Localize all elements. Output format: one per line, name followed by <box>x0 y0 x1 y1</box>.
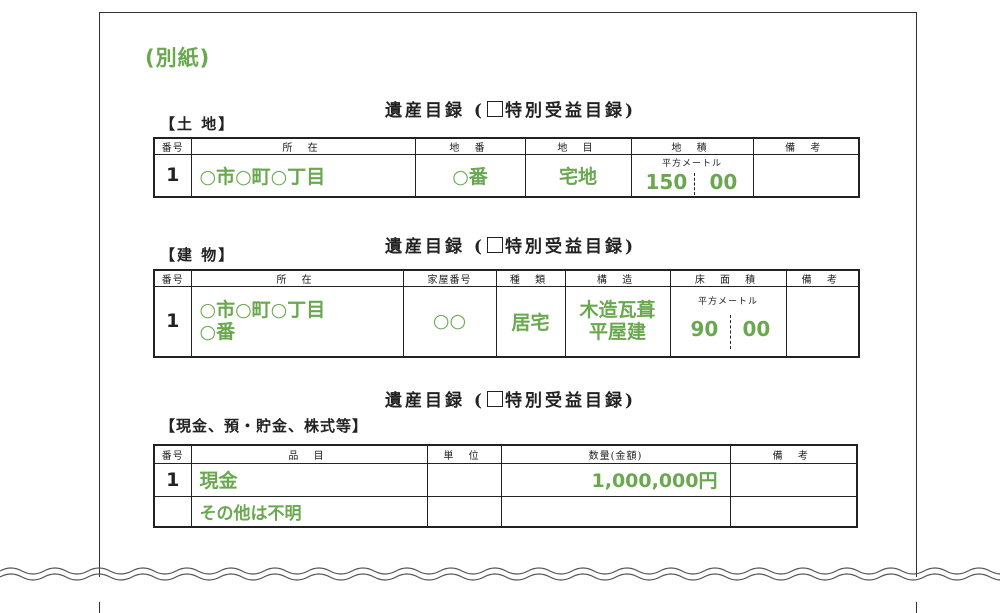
cash-amount <box>500 495 731 528</box>
cash-item: その他は不明 <box>190 495 428 528</box>
header-note: 備 考 <box>785 269 860 287</box>
header-unit: 単 位 <box>426 444 502 464</box>
decimal-divider <box>693 173 695 195</box>
header-chimoku: 地 目 <box>524 137 632 155</box>
checkbox-icon <box>486 391 503 407</box>
building-location-line1: ○市○町○丁目 <box>199 299 326 322</box>
header-structure: 構 造 <box>564 269 671 287</box>
cash-title-suffix: 特別受益目録) <box>504 391 637 411</box>
land-title-prefix: 遺産目録 ( <box>385 101 485 121</box>
building-area-decimal: 00 <box>742 317 771 341</box>
building-kind: 居宅 <box>495 286 566 357</box>
row-number: 1 <box>153 154 192 197</box>
land-area-integer: 150 <box>645 170 688 194</box>
table-row: その他は不明 <box>153 495 858 528</box>
header-item: 品 目 <box>190 444 428 464</box>
land-note <box>752 154 860 197</box>
checkbox-icon <box>486 237 503 253</box>
cash-item: 現金 <box>190 462 428 497</box>
header-number: 番号 <box>153 269 192 287</box>
cash-note <box>729 462 858 497</box>
row-number: 1 <box>153 462 192 497</box>
header-chiban: 地 番 <box>414 137 526 155</box>
land-section-title: 遺産目録 ( 特別受益目録) <box>385 96 636 121</box>
checkbox-icon <box>486 101 503 117</box>
building-structure-line2: 平屋建 <box>588 321 646 344</box>
header-note: 備 考 <box>729 444 858 464</box>
area-unit-label: 平方メートル <box>697 297 758 307</box>
table-row: 1 ○市○町○丁目 ○番 ○○ 居宅 木造瓦葺 平屋建 平方メートル 90 00 <box>153 286 860 357</box>
table-row: 1 現金 1,000,000円 <box>153 462 858 497</box>
torn-edge-decoration <box>0 567 1000 602</box>
land-area-cell: 平方メートル 150 00 <box>630 154 754 197</box>
cash-unit <box>426 495 502 528</box>
header-amount: 数量(金額) <box>500 444 731 464</box>
header-floor-area: 床 面 積 <box>669 269 787 287</box>
header-note: 備 考 <box>752 137 860 155</box>
row-number: 1 <box>153 286 192 357</box>
building-location: ○市○町○丁目 ○番 <box>190 286 404 357</box>
cash-note <box>729 495 858 528</box>
header-number: 番号 <box>153 137 192 155</box>
header-kind: 種 類 <box>495 269 566 287</box>
cash-section-label: 【現金、預・貯金、株式等】 <box>160 417 369 435</box>
building-header-row: 番号 所 在 家屋番号 種 類 構 造 床 面 積 備 考 <box>153 269 860 287</box>
cash-header-row: 番号 品 目 単 位 数量(金額) 備 考 <box>153 444 858 464</box>
land-header-row: 番号 所 在 地 番 地 目 地 積 備 考 <box>153 137 860 155</box>
cash-title-prefix: 遺産目録 ( <box>385 391 485 411</box>
row-number <box>153 495 192 528</box>
land-title-suffix: 特別受益目録) <box>504 101 637 121</box>
building-structure-line1: 木造瓦葺 <box>579 299 656 322</box>
building-title-suffix: 特別受益目録) <box>504 237 637 257</box>
page-label: (別紙) <box>145 46 211 70</box>
cash-section-title: 遺産目録 ( 特別受益目録) <box>385 386 636 411</box>
building-note <box>785 286 860 357</box>
land-section-label: 【土 地】 <box>160 115 236 133</box>
building-area-cell: 平方メートル 90 00 <box>669 286 787 357</box>
building-kaoku: ○○ <box>402 286 497 357</box>
building-table: 番号 所 在 家屋番号 種 類 構 造 床 面 積 備 考 1 ○市○町○丁目 … <box>153 269 860 358</box>
land-chiban: ○番 <box>414 154 526 197</box>
building-area-integer: 90 <box>690 317 719 341</box>
building-structure: 木造瓦葺 平屋建 <box>564 286 671 357</box>
land-table: 番号 所 在 地 番 地 目 地 積 備 考 1 ○市○町○丁目 ○番 宅地 平… <box>153 137 860 198</box>
land-area-decimal: 00 <box>709 170 738 194</box>
building-section-title: 遺産目録 ( 特別受益目録) <box>385 232 636 257</box>
land-location: ○市○町○丁目 <box>190 154 416 197</box>
building-section-label: 【建 物】 <box>160 246 236 264</box>
cash-amount: 1,000,000円 <box>500 462 731 497</box>
cash-table: 番号 品 目 単 位 数量(金額) 備 考 1 現金 1,000,000円 その… <box>153 444 858 528</box>
header-area: 地 積 <box>630 137 754 155</box>
land-chimoku: 宅地 <box>524 154 632 197</box>
header-kaoku: 家屋番号 <box>402 269 497 287</box>
header-number: 番号 <box>153 444 192 464</box>
header-location: 所 在 <box>190 137 416 155</box>
area-unit-label: 平方メートル <box>661 159 722 169</box>
table-row: 1 ○市○町○丁目 ○番 宅地 平方メートル 150 00 <box>153 154 860 197</box>
decimal-divider <box>729 315 731 349</box>
header-location: 所 在 <box>190 269 404 287</box>
cash-unit <box>426 462 502 497</box>
building-title-prefix: 遺産目録 ( <box>385 237 485 257</box>
building-location-line2: ○番 <box>199 321 236 344</box>
